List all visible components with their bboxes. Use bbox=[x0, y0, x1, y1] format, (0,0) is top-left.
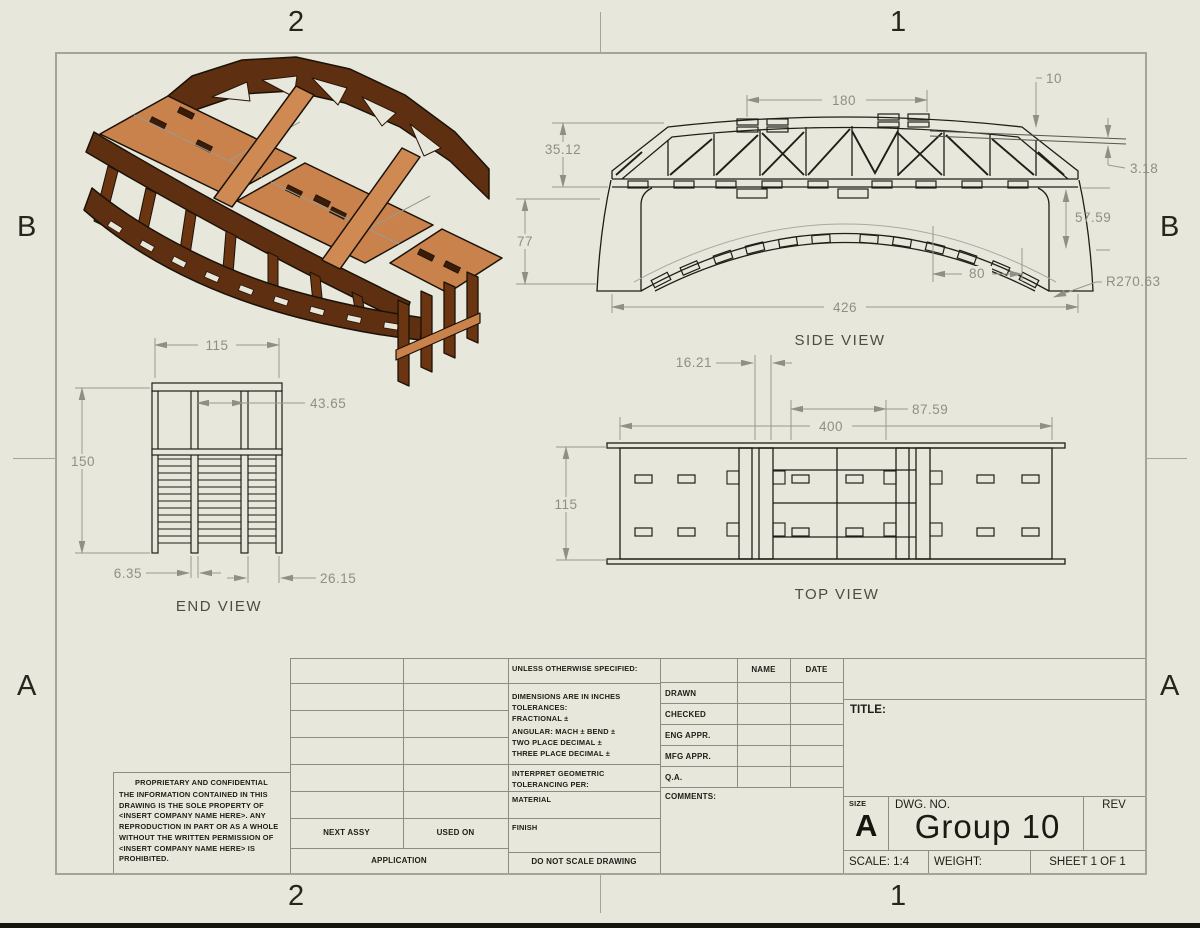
cross-beam-1 bbox=[213, 85, 315, 208]
dim-3-18: 3.18 bbox=[1130, 161, 1158, 176]
dim-400: 400 bbox=[819, 419, 843, 434]
tolerance-line-5: THREE PLACE DECIMAL ± bbox=[512, 749, 611, 758]
zone-label-right-a: A bbox=[1160, 670, 1180, 702]
zone-tick-left bbox=[13, 458, 55, 459]
zone-tick-right bbox=[1145, 458, 1187, 459]
side-view bbox=[596, 113, 1127, 292]
dim-16-21: 16.21 bbox=[676, 355, 712, 370]
top-view-dim-text: 400 87.59 16.21 115 TOP VIEW bbox=[554, 355, 948, 603]
date-column-header: DATE bbox=[805, 665, 828, 674]
dim-115-end: 115 bbox=[205, 338, 228, 353]
eng-appr-row-label: ENG APPR. bbox=[665, 731, 711, 740]
scale-value: SCALE: 1:4 bbox=[849, 856, 910, 868]
end-view-label: END VIEW bbox=[176, 598, 262, 615]
sheet-bottom-edge bbox=[0, 923, 1200, 928]
dim-26-15: 26.15 bbox=[320, 571, 356, 586]
dim-77: 77 bbox=[517, 234, 533, 249]
dim-57-59: 57.59 bbox=[1075, 210, 1111, 225]
zone-label-left-b: B bbox=[17, 211, 37, 243]
size-value: A bbox=[855, 808, 878, 843]
dim-180: 180 bbox=[832, 93, 856, 108]
isometric-view bbox=[83, 56, 503, 387]
rev-label: REV bbox=[1102, 799, 1126, 811]
leg-brace bbox=[395, 312, 481, 361]
tolerance-line-2: FRACTIONAL ± bbox=[512, 714, 569, 723]
tolerance-line-4: TWO PLACE DECIMAL ± bbox=[512, 738, 602, 747]
end-view bbox=[151, 382, 283, 554]
tolerance-line-1: TOLERANCES: bbox=[512, 703, 568, 712]
dim-115-top: 115 bbox=[554, 497, 577, 512]
title-label: TITLE: bbox=[850, 704, 886, 716]
proprietary-title: PROPRIETARY AND CONFIDENTIAL bbox=[135, 778, 268, 787]
dim-426: 426 bbox=[833, 300, 857, 315]
finish-label: FINISH bbox=[512, 823, 538, 832]
sheet-inner-border bbox=[55, 52, 1147, 875]
zone-label-top-1: 1 bbox=[890, 6, 907, 38]
tolerance-line-3: ANGULAR: MACH ± BEND ± bbox=[512, 727, 616, 736]
zone-tick-top bbox=[600, 12, 601, 52]
end-view-dim-text: 115 43.65 150 6.35 26.15 END VIEW bbox=[71, 338, 356, 615]
zone-label-bottom-2: 2 bbox=[288, 880, 305, 912]
dim-r270-63: R270.63 bbox=[1106, 274, 1161, 289]
drawn-row-label: DRAWN bbox=[665, 689, 697, 698]
dim-35-12: 35.12 bbox=[545, 142, 581, 157]
weight-label: WEIGHT: bbox=[934, 856, 982, 868]
dim-80: 80 bbox=[969, 266, 985, 281]
name-column-header: NAME bbox=[751, 665, 776, 674]
qa-row-label: Q.A. bbox=[665, 773, 683, 782]
proprietary-body: THE INFORMATION CONTAINED IN THIS DRAWIN… bbox=[119, 790, 279, 864]
checked-row-label: CHECKED bbox=[665, 710, 706, 719]
dim-87-59: 87.59 bbox=[912, 402, 948, 417]
material-label: MATERIAL bbox=[512, 795, 552, 804]
dwg-no-label: DWG. NO. bbox=[895, 799, 950, 811]
dwg-no-value: Group 10 bbox=[914, 808, 1061, 845]
next-assy-label: NEXT ASSY bbox=[323, 828, 370, 837]
zone-tick-bottom bbox=[600, 873, 601, 913]
used-on-label: USED ON bbox=[436, 828, 475, 837]
do-not-scale-label: DO NOT SCALE DRAWING bbox=[531, 857, 637, 866]
end-view-dims bbox=[68, 337, 316, 583]
zone-label-bottom-1: 1 bbox=[890, 880, 907, 912]
application-label: APPLICATION bbox=[371, 856, 427, 865]
zone-label-top-2: 2 bbox=[288, 6, 305, 38]
tolerance-line-0: DIMENSIONS ARE IN INCHES bbox=[512, 692, 621, 701]
size-label: SIZE bbox=[849, 799, 867, 808]
comments-label: COMMENTS: bbox=[665, 792, 717, 801]
top-view-label: TOP VIEW bbox=[795, 586, 880, 603]
top-view bbox=[606, 442, 1066, 565]
dim-150: 150 bbox=[71, 454, 95, 469]
dim-6-35: 6.35 bbox=[114, 566, 142, 581]
side-view-label: SIDE VIEW bbox=[794, 332, 885, 349]
zone-label-right-b: B bbox=[1160, 211, 1180, 243]
cross-beam-2 bbox=[321, 147, 421, 270]
dim-43-65: 43.65 bbox=[310, 396, 346, 411]
unless-otherwise-label: UNLESS OTHERWISE SPECIFIED: bbox=[512, 664, 638, 673]
dim-10: 10 bbox=[1046, 71, 1062, 86]
top-view-dims bbox=[548, 355, 1053, 561]
side-view-dim-text: 426 180 10 3.18 35.12 77 57.59 80 R270.6… bbox=[517, 71, 1161, 349]
zone-label-left-a: A bbox=[17, 670, 37, 702]
mfg-appr-row-label: MFG APPR. bbox=[665, 752, 711, 761]
interpret-label: INTERPRET GEOMETRIC TOLERANCING PER: bbox=[512, 769, 605, 789]
side-view-dims bbox=[512, 77, 1126, 314]
sheet-label: SHEET 1 OF 1 bbox=[1049, 856, 1126, 868]
